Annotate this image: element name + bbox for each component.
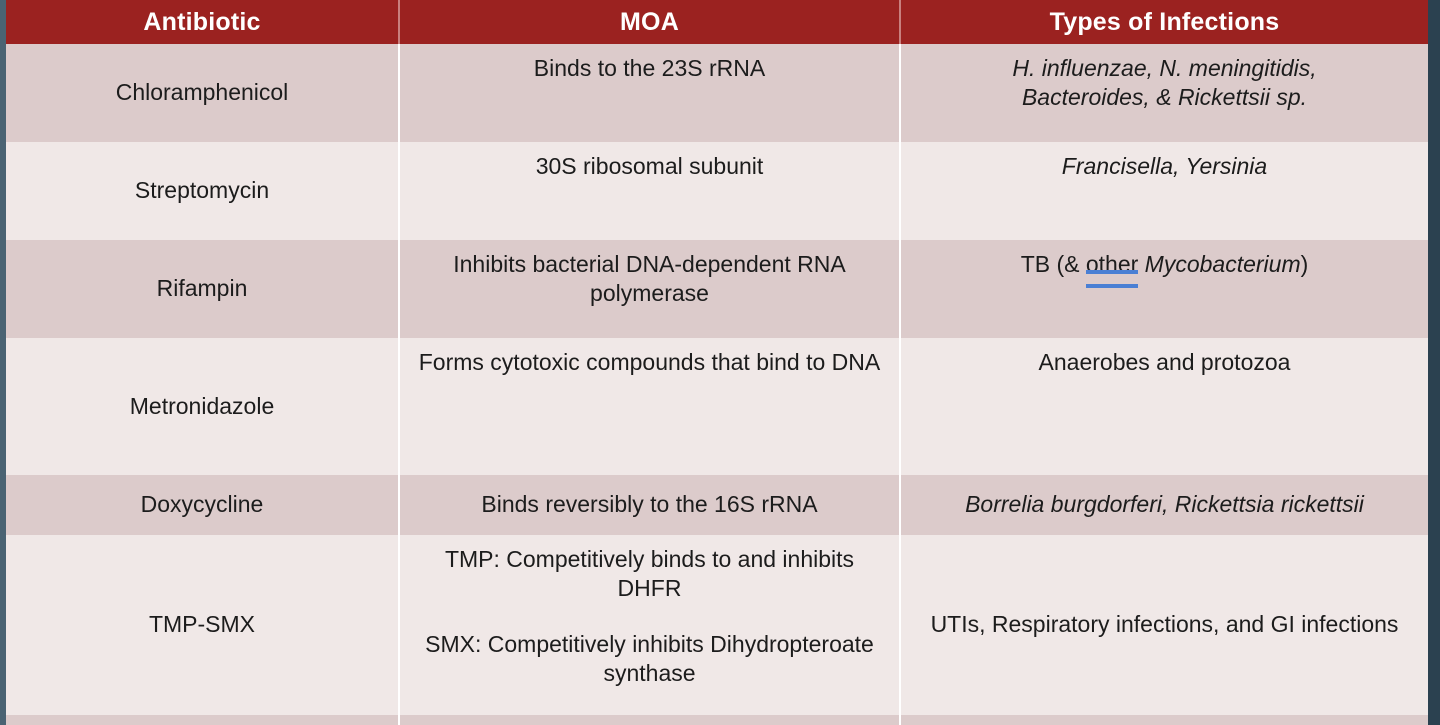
column-header-types-of-infections: Types of Infections [900, 0, 1428, 44]
infections-line-1: H. influenzae, N. meningitidis, [1012, 55, 1317, 81]
cell-moa: 30S ribosomal subunit [399, 142, 901, 240]
cell-infections: Anaerobes and protozoa [900, 338, 1428, 475]
cell-antibiotic: Doxycycline [6, 475, 400, 535]
table-row: Streptomycin 30S ribosomal subunit Franc… [6, 142, 1428, 240]
column-header-antibiotic: Antibiotic [6, 0, 400, 44]
table-row: Chloramphenicol Binds to the 23S rRNA H.… [6, 44, 1428, 142]
infections-genus: Mycobacterium [1138, 251, 1301, 277]
table-body: Chloramphenicol Binds to the 23S rRNA H.… [6, 44, 1428, 725]
grammar-suggestion-underline[interactable]: other [1085, 250, 1139, 290]
cell-antibiotic: Azithromycin [6, 715, 400, 725]
antibiotics-table-container: Antibiotic MOA Types of Infections Chlor… [6, 0, 1428, 725]
cell-infections: Mycoplasma, Legionella, Chlamydophila pn… [900, 715, 1428, 725]
moa-smx-text: SMX: Competitively inhibits Dihydroptero… [425, 630, 874, 687]
table-row: Doxycycline Binds reversibly to the 16S … [6, 475, 1428, 535]
cell-infections: Borrelia burgdorferi, Rickettsia rickett… [900, 475, 1428, 535]
cell-moa: Binds to the 50S subunit [399, 715, 901, 725]
table-row: Metronidazole Forms cytotoxic compounds … [6, 338, 1428, 475]
cell-antibiotic: TMP-SMX [6, 535, 400, 715]
cell-antibiotic: Chloramphenicol [6, 44, 400, 142]
cell-infections: UTIs, Respiratory infections, and GI inf… [900, 535, 1428, 715]
column-header-moa: MOA [399, 0, 901, 44]
window-frame-left-edge [0, 0, 6, 725]
cell-antibiotic: Metronidazole [6, 338, 400, 475]
moa-tmp-text: TMP: Competitively binds to and inhibits… [444, 546, 855, 602]
table-row: TMP-SMX TMP: Competitively binds to and … [6, 535, 1428, 715]
cell-infections: Francisella, Yersinia [900, 142, 1428, 240]
infections-line-2: Bacteroides, & Rickettsii sp. [1021, 84, 1308, 111]
cell-moa: TMP: Competitively binds to and inhibits… [399, 535, 901, 715]
infections-prefix: TB (& [1020, 251, 1086, 277]
cell-infections: TB (& other Mycobacterium) [900, 240, 1428, 338]
cell-moa: Binds reversibly to the 16S rRNA [399, 475, 901, 535]
cell-moa: Binds to the 23S rRNA [399, 44, 901, 142]
cell-antibiotic: Rifampin [6, 240, 400, 338]
cell-moa: Inhibits bacterial DNA-dependent RNA pol… [399, 240, 901, 338]
cell-moa: Forms cytotoxic compounds that bind to D… [399, 338, 901, 475]
table-header-row: Antibiotic MOA Types of Infections [6, 0, 1428, 44]
window-frame-right-edge [1428, 0, 1440, 725]
table-row: Azithromycin Binds to the 50S subunit My… [6, 715, 1428, 725]
table-row: Rifampin Inhibits bacterial DNA-dependen… [6, 240, 1428, 338]
antibiotics-reference-table: Antibiotic MOA Types of Infections Chlor… [6, 0, 1428, 725]
cell-infections: H. influenzae, N. meningitidis, Bacteroi… [900, 44, 1428, 142]
cell-antibiotic: Streptomycin [6, 142, 400, 240]
infections-suffix: ) [1300, 251, 1309, 277]
